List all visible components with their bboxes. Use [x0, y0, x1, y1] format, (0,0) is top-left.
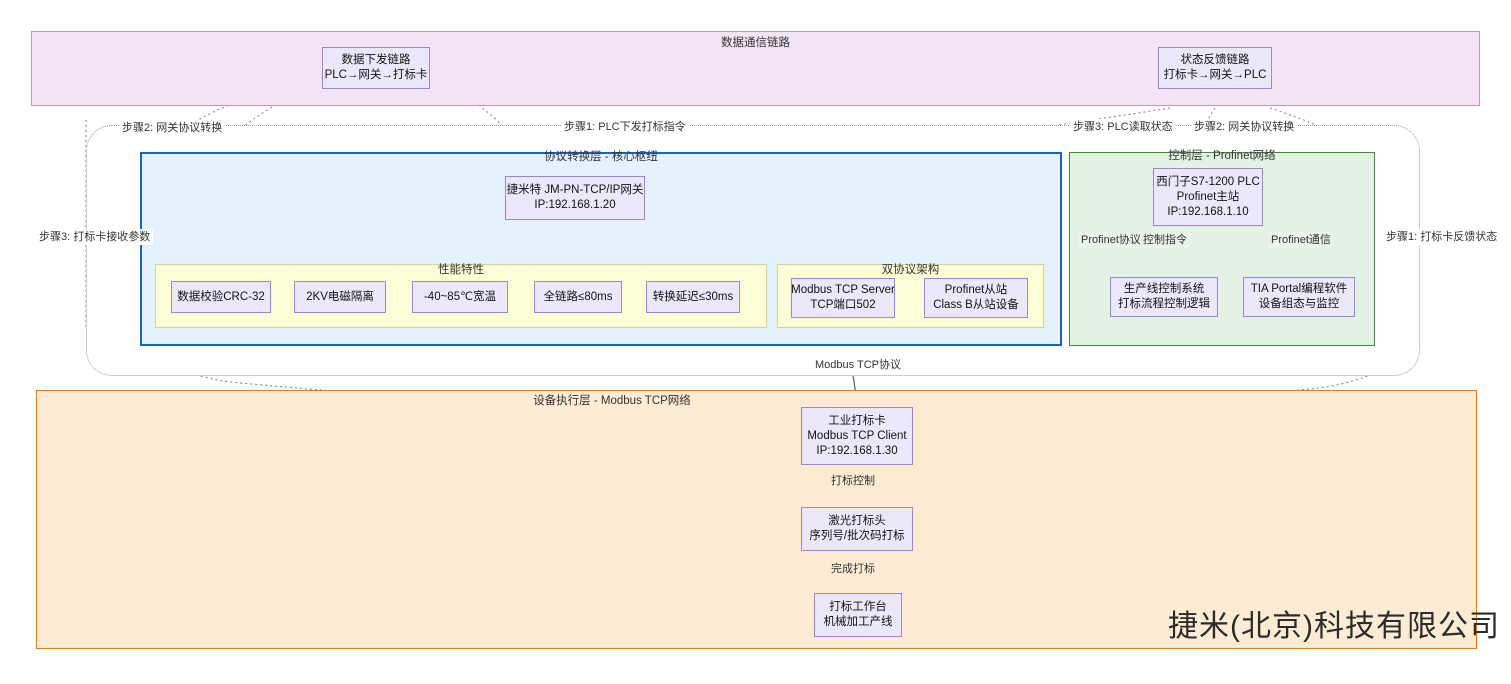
- node-downlink-chain[interactable]: 数据下发链路 PLC→网关→打标卡: [322, 47, 430, 89]
- node-gateway-line2: IP:192.168.1.20: [534, 199, 616, 211]
- node-perf-full-latency-label: 全链路≤80ms: [543, 290, 613, 303]
- node-line-control-line1: 生产线控制系统: [1123, 283, 1205, 295]
- node-perf-crc[interactable]: 数据校验CRC-32: [171, 281, 271, 313]
- cluster-title-control-layer: 控制层 - Profinet网络: [1168, 150, 1276, 162]
- node-modbus-server-line2: TCP端口502: [810, 299, 876, 311]
- cluster-title-communication: 数据通信链路: [721, 37, 790, 49]
- node-plc-line2: Profinet主站: [1176, 190, 1240, 203]
- edge-label-step3-plc-read: 步骤3: PLC读取状态: [1070, 119, 1176, 135]
- node-modbus-server-line1: Modbus TCP Server: [791, 284, 895, 296]
- node-perf-conversion-latency[interactable]: 转换延迟≤30ms: [646, 281, 740, 313]
- node-marking-card-line2: Modbus TCP Client: [807, 429, 907, 442]
- node-workbench-line1: 打标工作台: [829, 601, 887, 613]
- node-profinet-slave[interactable]: Profinet从站 Class B从站设备: [924, 278, 1028, 318]
- node-laser-head-line2: 序列号/批次码打标: [809, 530, 905, 542]
- node-profinet-slave-line1: Profinet从站: [944, 284, 1008, 296]
- edge-label-step3-card-receive: 步骤3: 打标卡接收参数: [36, 229, 154, 245]
- cluster-title-performance: 性能特性: [438, 264, 484, 276]
- node-gateway[interactable]: 捷米特 JM-PN-TCP/IP网关 IP:192.168.1.20: [505, 176, 645, 220]
- node-perf-crc-label: 数据校验CRC-32: [177, 290, 265, 303]
- edge-label-marking-control: 打标控制: [828, 473, 878, 489]
- edge-label-profinet-communication: Profinet通信: [1268, 232, 1334, 248]
- node-plc-line1: 西门子S7-1200 PLC: [1156, 175, 1260, 188]
- node-perf-temperature[interactable]: -40~85℃宽温: [412, 281, 508, 313]
- node-downlink-line1: 数据下发链路: [341, 54, 411, 66]
- node-line-control-line2: 打标流程控制逻辑: [1118, 298, 1210, 310]
- node-downlink-line2: PLC→网关→打标卡: [324, 69, 428, 81]
- node-perf-conversion-latency-label: 转换延迟≤30ms: [652, 290, 734, 303]
- node-profinet-slave-line2: Class B从站设备: [933, 299, 1019, 311]
- node-perf-full-latency[interactable]: 全链路≤80ms: [534, 281, 622, 313]
- edge-label-marking-done: 完成打标: [828, 561, 878, 577]
- node-marking-card-line3: IP:192.168.1.30: [816, 444, 898, 457]
- node-perf-isolation[interactable]: 2KV电磁隔离: [294, 281, 386, 313]
- node-marking-workbench[interactable]: 打标工作台 机械加工产线: [814, 593, 902, 637]
- edge-label-control-command: 控制指令: [1140, 232, 1190, 248]
- node-plc-line3: IP:192.168.1.10: [1167, 205, 1249, 218]
- edge-label-step1-card-feedback: 步骤1: 打标卡反馈状态: [1383, 229, 1501, 245]
- node-uplink-line2: 打标卡→网关→PLC: [1163, 69, 1267, 81]
- node-laser-head-line1: 激光打标头: [828, 515, 886, 527]
- node-modbus-tcp-server[interactable]: Modbus TCP Server TCP端口502: [791, 278, 895, 318]
- node-perf-temperature-label: -40~85℃宽温: [423, 290, 497, 303]
- cluster-title-dual-protocol: 双协议架构: [881, 264, 940, 276]
- node-plc[interactable]: 西门子S7-1200 PLC Profinet主站 IP:192.168.1.1…: [1153, 168, 1263, 226]
- cluster-title-device-layer: 设备执行层 - Modbus TCP网络: [533, 395, 691, 407]
- cluster-device-execution-layer: 设备执行层 - Modbus TCP网络: [36, 390, 1477, 649]
- edge-label-profinet-protocol: Profinet协议: [1078, 232, 1144, 248]
- edge-label-step2-gateway-conversion-right: 步骤2: 网关协议转换: [1191, 119, 1298, 135]
- node-production-line-control[interactable]: 生产线控制系统 打标流程控制逻辑: [1110, 277, 1218, 317]
- node-marking-card-line1: 工业打标卡: [828, 414, 886, 427]
- node-laser-marking-head[interactable]: 激光打标头 序列号/批次码打标: [801, 507, 913, 551]
- node-gateway-line1: 捷米特 JM-PN-TCP/IP网关: [506, 184, 644, 196]
- node-marking-card[interactable]: 工业打标卡 Modbus TCP Client IP:192.168.1.30: [801, 407, 913, 465]
- node-workbench-line2: 机械加工产线: [823, 616, 893, 628]
- node-uplink-chain[interactable]: 状态反馈链路 打标卡→网关→PLC: [1158, 47, 1272, 89]
- node-tia-portal-line2: 设备组态与监控: [1258, 298, 1340, 310]
- edge-label-step2-gateway-conversion-left: 步骤2: 网关协议转换: [119, 120, 226, 136]
- edge-label-modbus-tcp-protocol: Modbus TCP协议: [812, 357, 904, 373]
- node-perf-isolation-label: 2KV电磁隔离: [306, 290, 374, 303]
- company-watermark: 捷米(北京)科技有限公司: [1168, 610, 1500, 643]
- cluster-title-protocol-layer: 协议转换层 - 核心枢纽: [544, 151, 658, 163]
- node-uplink-line1: 状态反馈链路: [1180, 54, 1250, 66]
- node-tia-portal[interactable]: TIA Portal编程软件 设备组态与监控: [1243, 277, 1355, 317]
- node-tia-portal-line1: TIA Portal编程软件: [1250, 283, 1348, 295]
- edge-label-step1-plc-send: 步骤1: PLC下发打标指令: [561, 119, 689, 135]
